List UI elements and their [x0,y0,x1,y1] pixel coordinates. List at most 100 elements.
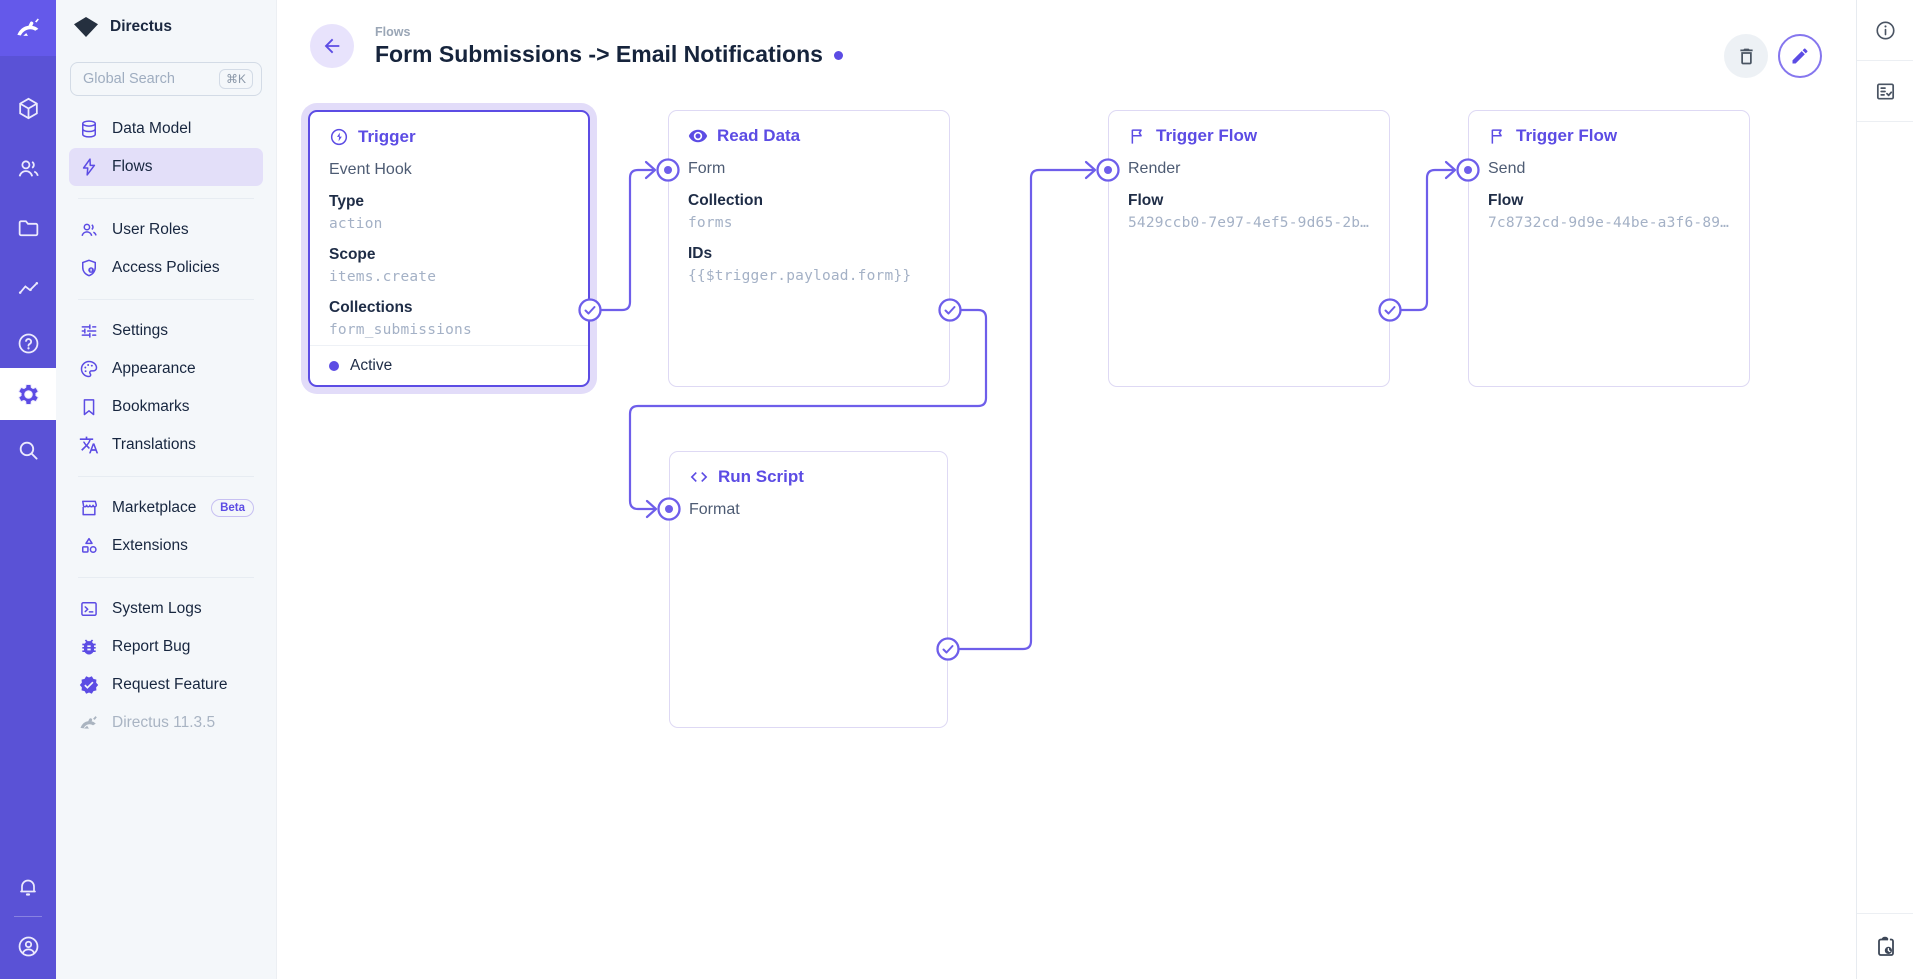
sidebar-item-label: Report Bug [112,638,191,655]
notifications-button[interactable] [0,862,56,912]
module-files-button[interactable] [0,198,56,258]
sidebar-item-label: Bookmarks [112,398,190,415]
sidebar-item-label: Translations [112,436,196,453]
nav-divider [78,299,254,300]
pencil-icon [1792,48,1808,64]
directus-logo-button[interactable] [0,0,56,56]
back-button[interactable] [310,24,354,68]
nav-list: Data Model Flows User Roles [56,110,276,742]
arrow-left-icon [324,38,340,54]
flow-panel-trigger-flow-send[interactable]: Trigger Flow Send Flow 7c8732cd-9d9e-44b… [1468,110,1750,387]
panel-title: Run Script [689,465,928,489]
sidebar-item-label: System Logs [112,600,202,617]
user-menu-button[interactable] [0,921,56,971]
flow-canvas[interactable]: Trigger Event Hook Type action Scope ite… [277,0,1856,979]
operation-name: Format [689,501,740,518]
flag-icon [1131,128,1142,144]
project-logo-icon [74,17,98,37]
module-help-button[interactable] [0,318,56,368]
sidebar-item-user-roles[interactable]: User Roles [69,211,263,249]
sidebar-item-marketplace[interactable]: Marketplace Beta [69,489,263,527]
project-header[interactable]: Directus [56,0,276,54]
trigger-status: Active [310,345,588,385]
terminal-icon [78,599,99,620]
field-label: Scope [329,246,376,263]
database-icon [78,119,99,140]
global-search[interactable]: ⌘K [70,62,262,96]
info-sidebar-button[interactable] [1857,0,1913,61]
badge-check-icon [78,675,99,696]
operation-name: Send [1488,160,1526,177]
delete-flow-button[interactable] [1724,34,1768,78]
activity-log-button[interactable] [1857,913,1913,979]
palette-icon [78,359,99,380]
field-label: Collections [329,299,413,316]
nav-divider [78,476,254,477]
search-icon [19,441,38,460]
sidebar-item-translations[interactable]: Translations [69,426,263,464]
flow-panel-read-data[interactable]: Read Data Form Collection forms IDs {{$t… [668,110,950,387]
folder-icon [18,219,38,236]
extensions-icon [78,536,99,557]
flow-panel-run-script[interactable]: Run Script Format [669,451,948,728]
sliders-icon [78,321,99,342]
module-bar [0,0,56,979]
global-search-input[interactable] [83,71,211,87]
operation-name: Form [688,160,726,177]
module-settings-button[interactable] [0,368,56,420]
shield-lock-icon [78,258,99,279]
sidebar-item-label: Appearance [112,360,196,377]
status-label: Active [350,356,393,374]
field-value: {{$trigger.payload.form}} [688,268,912,284]
info-icon [1875,20,1895,40]
arrowhead-icon [1084,160,1097,180]
connection-render-to-send [1388,168,1455,312]
sidebar-item-flows[interactable]: Flows [69,148,263,186]
version-label: Directus 11.3.5 [112,714,216,731]
sidebar-item-extensions[interactable]: Extensions [69,527,263,565]
trigger-type-name: Event Hook [329,161,412,178]
bookmark-icon [78,397,99,418]
sidebar-item-label: Data Model [112,120,192,137]
flow-panel-trigger[interactable]: Trigger Event Hook Type action Scope ite… [308,110,590,387]
notices-sidebar-button[interactable] [1857,61,1913,122]
field-value: items.create [329,269,437,285]
arrowhead-icon [645,499,658,519]
sidebar-item-label: Request Feature [112,676,228,693]
sidebar-item-data-model[interactable]: Data Model [69,110,263,148]
sidebar-item-label: Marketplace [112,499,197,516]
sidebar-item-access-policies[interactable]: Access Policies [69,249,263,287]
module-content-button[interactable] [0,78,56,138]
directus-rabbit-gray-icon [78,713,99,734]
edit-flow-button[interactable] [1778,34,1822,78]
bolt-icon [78,157,99,178]
field-value: 5429ccb0-7e97-4ef5-9d65-2b… [1128,215,1370,231]
field-value: forms [688,215,733,231]
sidebar-item-label: Extensions [112,537,188,554]
search-shortcut-kbd: ⌘K [218,69,253,89]
beta-badge: Beta [211,499,254,517]
flag-icon [1491,128,1502,144]
sidebar-item-bookmarks[interactable]: Bookmarks [69,388,263,426]
sidebar-item-settings[interactable]: Settings [69,312,263,350]
directus-rabbit-icon [17,18,39,36]
module-insights-button[interactable] [0,258,56,318]
sidebar-item-request-feature[interactable]: Request Feature [69,666,263,704]
field-label: Collection [688,192,763,209]
panel-title: Trigger [329,125,569,149]
sidebar-item-appearance[interactable]: Appearance [69,350,263,388]
sidebar-item-label: Access Policies [112,259,220,276]
module-users-button[interactable] [0,138,56,198]
module-search-button[interactable] [0,420,56,480]
project-name: Directus [110,18,173,35]
sidebar-item-version: Directus 11.3.5 [69,704,263,742]
translate-icon [78,435,99,456]
status-dot-icon [329,360,339,371]
arrowhead-icon [1444,160,1457,180]
bug-icon [78,637,99,658]
breadcrumb[interactable]: Flows [375,24,411,39]
sidebar-item-report-bug[interactable]: Report Bug [69,628,263,666]
flow-panel-trigger-flow-render[interactable]: Trigger Flow Render Flow 5429ccb0-7e97-4… [1108,110,1390,387]
sidebar-item-system-logs[interactable]: System Logs [69,590,263,628]
main-content: Flows Form Submissions -> Email Notifica… [277,0,1856,979]
